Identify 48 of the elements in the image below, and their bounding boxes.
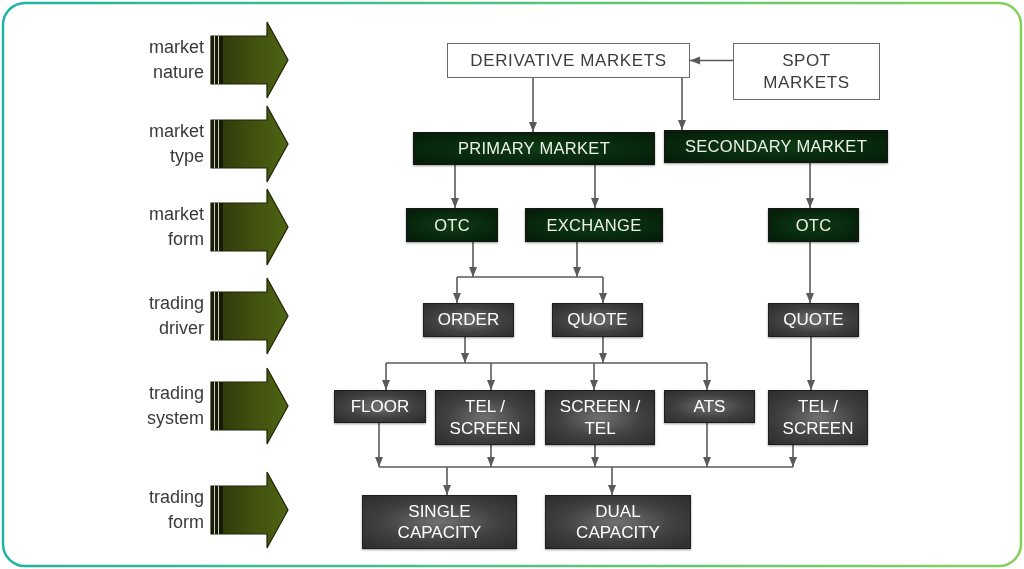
arrow	[487, 362, 495, 391]
arrow	[703, 422, 711, 468]
arrow	[590, 362, 598, 391]
arrow	[451, 164, 459, 209]
row-label: trading driver	[147, 292, 204, 340]
category-box: PRIMARY MARKET	[413, 132, 655, 165]
connector-line	[378, 466, 794, 468]
row-label: market form	[148, 203, 204, 251]
category-box: SECONDARY MARKET	[664, 130, 888, 163]
category-box: SCREEN / TEL	[545, 390, 655, 445]
arrow	[461, 336, 469, 364]
arrow	[678, 77, 686, 131]
connector-line	[385, 362, 708, 364]
arrow	[789, 444, 797, 468]
category-box: TEL / SCREEN	[435, 390, 535, 445]
category-box: ATS	[664, 390, 755, 423]
arrow	[469, 241, 477, 278]
arrow	[806, 162, 814, 209]
category-box: QUOTE	[768, 303, 859, 337]
arrow	[689, 56, 734, 65]
arrow	[591, 444, 599, 468]
category-box: DUAL CAPACITY	[545, 495, 691, 549]
category-box: OTC	[768, 208, 859, 242]
arrow	[807, 336, 815, 391]
arrow	[599, 336, 607, 364]
category-box: SINGLE CAPACITY	[362, 495, 517, 549]
arrow	[591, 164, 599, 209]
category-box: TEL / SCREEN	[768, 390, 868, 445]
category-box: OTC	[406, 208, 498, 242]
arrow	[703, 362, 711, 391]
category-box: QUOTE	[552, 303, 643, 337]
arrow	[529, 77, 537, 133]
row-label: trading form	[147, 486, 204, 534]
row-label: market nature	[148, 36, 204, 84]
arrow	[487, 444, 495, 468]
arrow	[806, 241, 814, 304]
arrow	[382, 362, 390, 391]
category-box: FLOOR	[334, 390, 426, 423]
category-box: SPOT MARKETS	[733, 43, 880, 100]
arrow	[453, 276, 461, 304]
arrow	[375, 422, 383, 468]
category-box: ORDER	[423, 303, 514, 337]
arrow	[608, 466, 616, 496]
arrow	[443, 466, 451, 496]
category-box: EXCHANGE	[525, 208, 663, 242]
row-label: trading system	[146, 382, 204, 430]
row-label: market type	[148, 120, 204, 168]
category-box: DERIVATIVE MARKETS	[447, 43, 690, 78]
